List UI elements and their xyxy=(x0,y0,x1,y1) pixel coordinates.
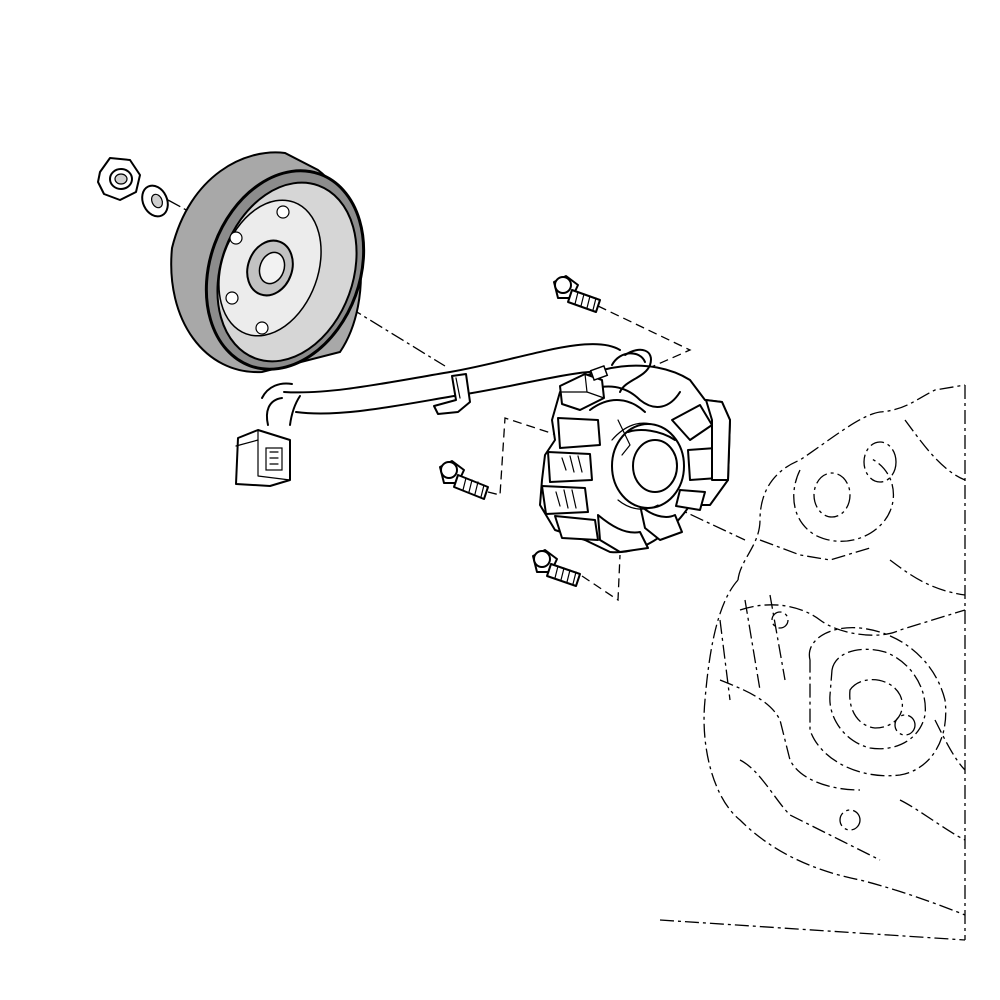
wire-clamp xyxy=(433,373,471,415)
washer xyxy=(141,184,169,218)
flywheel-rotor xyxy=(170,151,366,374)
flange-nut xyxy=(97,157,141,201)
crankcase-cover xyxy=(703,384,966,940)
harness-coupler xyxy=(235,429,291,487)
harness-connector xyxy=(559,364,609,411)
stator-bolt-top xyxy=(553,275,601,313)
stator-bolt-bottom xyxy=(532,549,581,587)
stator-assembly xyxy=(539,348,731,554)
stator-bolt-left xyxy=(439,460,489,500)
